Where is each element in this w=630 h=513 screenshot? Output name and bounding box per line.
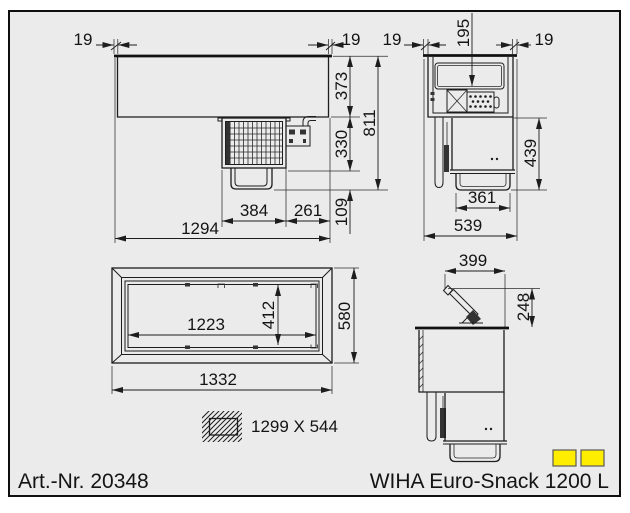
well-outline bbox=[427, 57, 514, 118]
drain-pipe bbox=[434, 117, 444, 189]
compressor-housing-side bbox=[450, 117, 515, 191]
dim-lid-height: 248 bbox=[514, 293, 533, 321]
dim-body-height: 373 bbox=[332, 72, 351, 100]
cutout-label: 1299 X 544 bbox=[251, 417, 338, 436]
fan-unit bbox=[466, 91, 500, 113]
opening bbox=[127, 284, 317, 348]
dim-outer-width: 1332 bbox=[199, 370, 237, 389]
compressor-lid-view bbox=[426, 392, 507, 463]
pipe bbox=[302, 116, 316, 126]
open-lid bbox=[442, 284, 483, 325]
cold-pan bbox=[434, 62, 505, 90]
dim-unit-width: 384 bbox=[240, 201, 268, 220]
dim-overhang-left-front: 19 bbox=[74, 30, 93, 49]
dim-overhang-left-side: 19 bbox=[383, 30, 402, 49]
outer-rim bbox=[111, 267, 333, 364]
dim-base-width: 361 bbox=[468, 188, 496, 207]
dim-total-height: 811 bbox=[360, 109, 379, 136]
article-number: Art.-Nr. 20348 bbox=[18, 470, 149, 493]
junction-box bbox=[285, 116, 316, 147]
lid-open-view: 399 248 bbox=[415, 251, 540, 463]
cutout-symbol: 1299 X 544 bbox=[202, 411, 338, 442]
color-swatch-1 bbox=[552, 449, 577, 467]
front-section-view: 19 19 373 330 109 811 384 261 1294 bbox=[74, 30, 388, 243]
dim-lower-height: 439 bbox=[521, 139, 540, 167]
body-outline bbox=[116, 57, 330, 118]
dim-well-depth: 195 bbox=[454, 19, 473, 47]
dim-inner-width: 1223 bbox=[187, 315, 225, 334]
drawing-frame bbox=[8, 10, 621, 497]
dim-base-height: 109 bbox=[332, 198, 351, 226]
dim-unit-height: 330 bbox=[332, 130, 351, 158]
dim-unit-offset: 261 bbox=[294, 201, 322, 220]
top-plan-view: 1223 412 580 1332 bbox=[111, 267, 359, 394]
product-name: WIHA Euro-Snack 1200 L bbox=[369, 470, 609, 493]
dim-overhang-right-side: 19 bbox=[535, 30, 554, 49]
color-legend-squares bbox=[552, 449, 605, 467]
color-swatch-2 bbox=[580, 449, 605, 467]
condenser-grille bbox=[217, 117, 291, 190]
compressor-base bbox=[230, 168, 273, 190]
dim-total-depth: 539 bbox=[454, 216, 482, 235]
dim-overhang-right-front: 19 bbox=[342, 30, 361, 49]
dim-lid-width: 399 bbox=[459, 251, 487, 270]
dim-total-width: 1294 bbox=[181, 219, 219, 238]
body-lid-view bbox=[418, 330, 505, 393]
side-section-view: 19 195 19 439 361 539 bbox=[383, 13, 554, 241]
dim-outer-depth: 580 bbox=[335, 302, 354, 330]
dim-inner-depth: 412 bbox=[259, 301, 278, 329]
